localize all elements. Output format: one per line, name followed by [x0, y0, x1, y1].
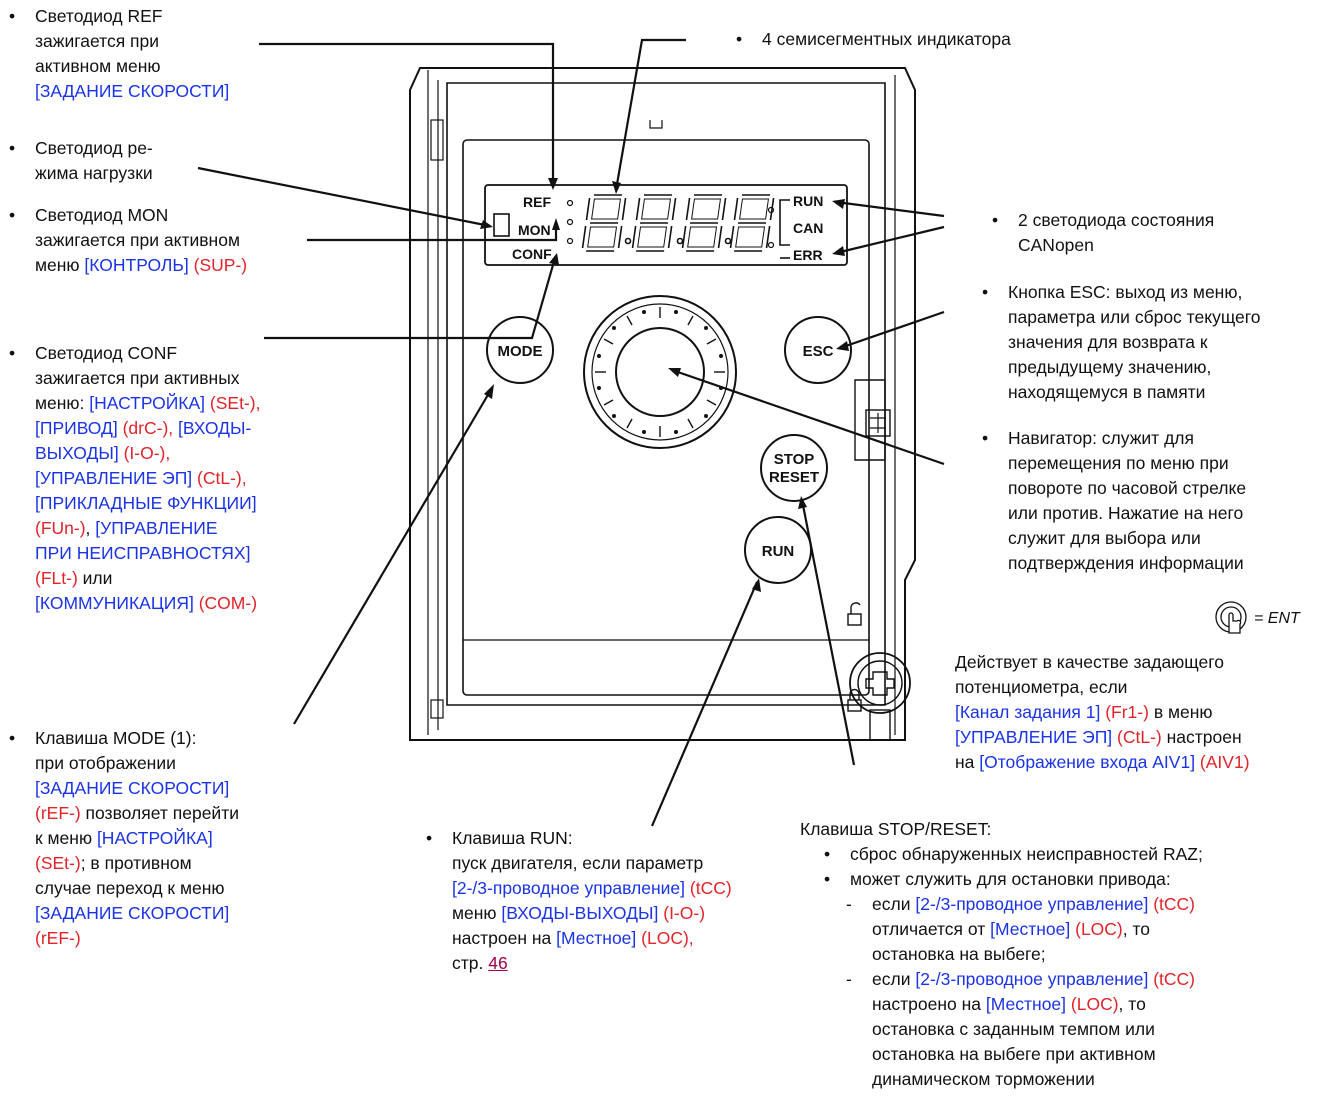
conf-led — [566, 237, 574, 245]
reset-button-label: RESET — [769, 469, 819, 486]
leader-lines — [197, 38, 945, 827]
note-navigator: Навигатор: служит для перемещения по мен… — [982, 426, 1246, 576]
ref-led — [566, 199, 574, 207]
load-led — [493, 213, 510, 237]
note-conf-led: Светодиод CONF зажигается при активных м… — [9, 341, 261, 616]
led-label-conf: CONF — [512, 246, 552, 262]
ent-label: = ENT — [1254, 610, 1301, 627]
front-cover — [446, 82, 886, 706]
esc-button-label: ESC — [803, 343, 834, 360]
note-seven-segment: 4 семисегментных индикатора — [736, 27, 1011, 52]
lock-icon — [847, 688, 862, 712]
navigator-marks — [595, 307, 725, 437]
note-mon-led: Светодиод MON зажигается при активном ме… — [9, 203, 247, 278]
status-label-can: CAN — [793, 220, 823, 236]
note-load-led: Светодиод ре- жима нагрузки — [9, 136, 153, 186]
housing-outline — [409, 67, 916, 741]
status-label-run: RUN — [793, 193, 823, 209]
note-run-key: Клавиша RUN: пуск двигателя, если параме… — [426, 826, 732, 976]
note-stop-reset-head: Клавиша STOP/RESET: — [800, 819, 992, 839]
note-potentiometer: Действует в качестве задающего потенциом… — [955, 652, 1250, 772]
unlock-icon — [847, 602, 862, 626]
page-link-46[interactable]: 46 — [488, 953, 508, 973]
note-esc-key: Кнопка ESC: выход из меню, параметра или… — [982, 280, 1260, 405]
status-label-err: ERR — [793, 247, 823, 263]
mon-led — [566, 218, 574, 226]
mode-button-label: MODE — [498, 343, 543, 360]
navigator-wheel — [583, 295, 737, 449]
note-mode-key: Клавиша MODE (1): при отображении [ЗАДАН… — [9, 726, 239, 951]
note-canopen-leds: 2 светодиода состояния CANopen — [992, 208, 1214, 258]
led-label-ref: REF — [523, 194, 551, 210]
note-stop-reset-d1: если [2-/3-проводное управление] (tCC) о… — [846, 892, 1195, 967]
note-ref-led: Светодиод REF зажигается при активном ме… — [9, 4, 229, 104]
esc-button-shape — [784, 316, 852, 384]
arrowheads — [480, 178, 849, 592]
note-stop-reset-d2: если [2-/3-проводное управление] (tCC) н… — [846, 967, 1195, 1092]
mode-button-shape — [486, 316, 554, 384]
note-stop-reset-b1: сброс обнаруженных неисправностей RAZ; — [824, 842, 1203, 867]
run-button-label: RUN — [762, 543, 795, 560]
stop-button-label: STOP — [774, 451, 815, 468]
seven-segment-digits — [581, 194, 775, 252]
note-stop-reset-b2: может служить для остановки привода: — [824, 867, 1171, 892]
ent-icon — [1215, 601, 1247, 634]
stop-button-shape — [760, 434, 828, 502]
led-label-mon: MON — [518, 222, 551, 238]
